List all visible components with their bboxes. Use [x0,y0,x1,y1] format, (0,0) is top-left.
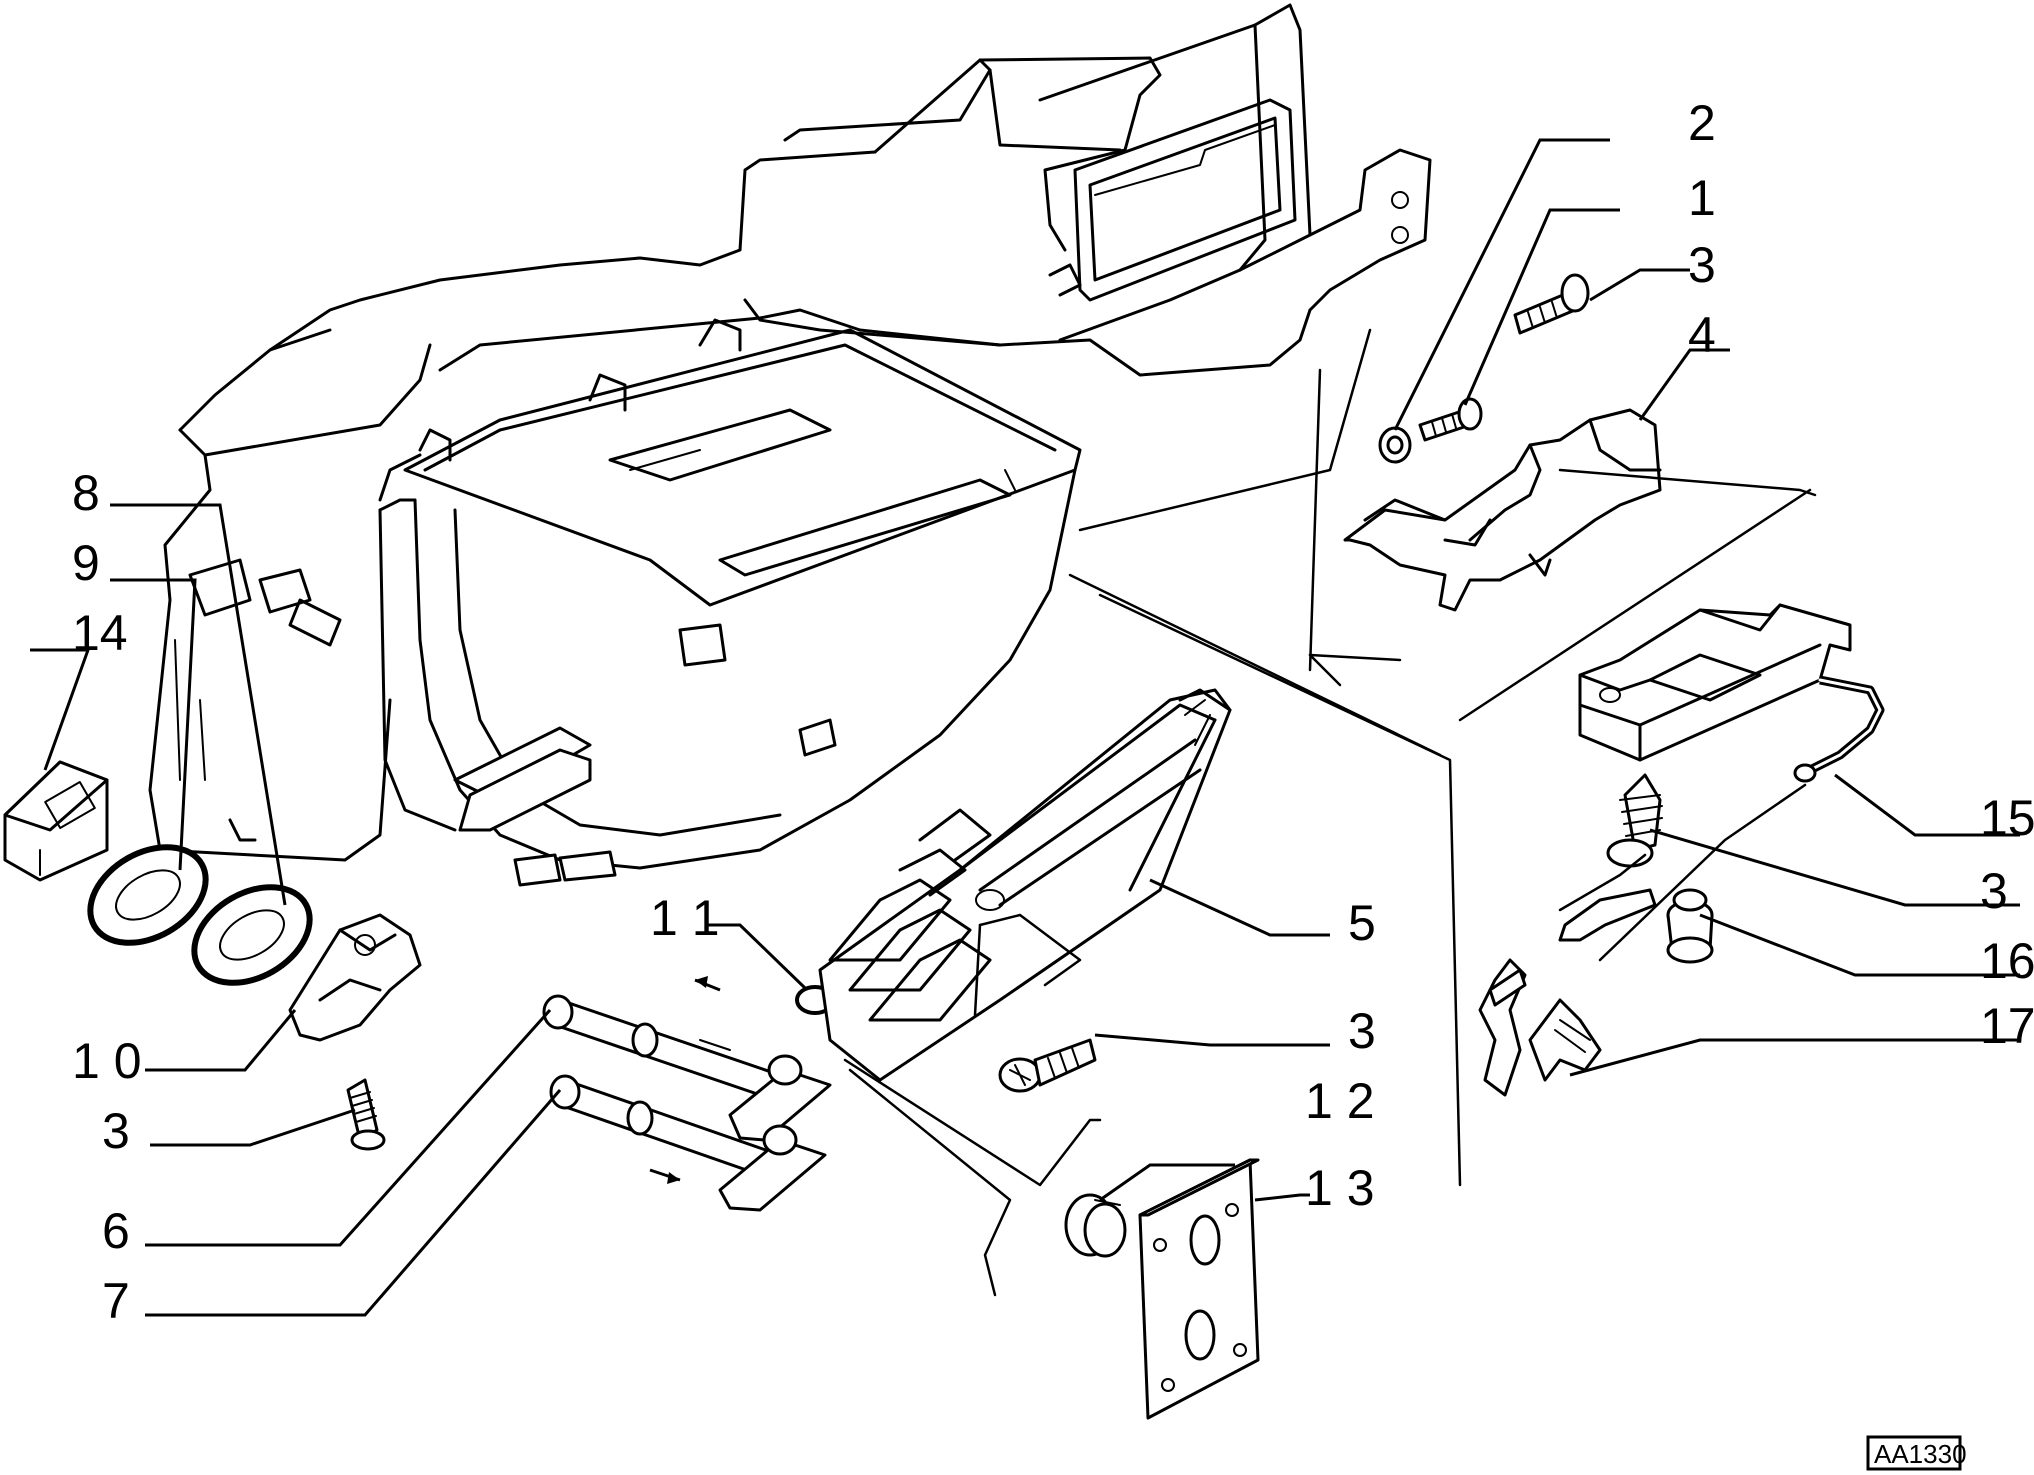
part-3-screw-mid [998,1038,1097,1093]
label-14: 14 [72,605,128,661]
part-2-washer [1378,426,1412,464]
label-9: 9 [72,535,100,591]
label-8: 8 [72,465,100,521]
part-8-gasket [191,884,313,986]
part-14-filter [3,760,109,882]
label-11: 1 1 [650,890,720,946]
part-1-screw [1418,397,1483,442]
leader-lines [30,138,2020,1317]
part-labels: 2 1 3 4 8 9 14 15 3 5 16 1 1 17 3 1 0 1 … [72,95,2034,1329]
assembly-lines [843,328,1817,1297]
label-3-right: 3 [1980,863,2008,919]
label-5: 5 [1348,895,1376,951]
part-7-pipe [549,1074,827,1212]
part-9-gasket [87,844,209,946]
part-12-grommet [1064,1193,1127,1258]
part-3-screw-right [1606,773,1663,868]
label-4: 4 [1688,307,1716,363]
label-3-mid: 3 [1348,1003,1376,1059]
heater-housing [148,3,1432,887]
part-3-screw-left [346,1078,386,1151]
part-17-connector [1478,888,1657,1097]
diagram-code: AA1330 [1866,1435,1967,1471]
part-15-resistor [1578,603,1885,783]
label-7: 7 [102,1273,130,1329]
part-13-plate [1138,1158,1260,1420]
part-6-pipe [542,976,832,1142]
part-5-heater-core [818,688,1232,1082]
label-12: 1 2 [1305,1073,1375,1129]
part-16-grommet [1666,888,1714,964]
label-10: 1 0 [72,1033,142,1089]
label-2: 2 [1688,95,1716,151]
diagram-code-text: AA1330 [1874,1439,1967,1469]
label-3-top: 3 [1688,237,1716,293]
label-6: 6 [102,1203,130,1259]
label-16: 16 [1980,933,2034,989]
label-3-left: 3 [102,1103,130,1159]
label-1: 1 [1688,170,1716,226]
part-4-bracket [1343,408,1662,612]
label-15: 15 [1980,790,2034,846]
label-17: 17 [1980,998,2034,1054]
label-13: 1 3 [1305,1160,1375,1216]
part-3-screw-top [1513,273,1590,335]
part-10-connector [288,913,422,1042]
